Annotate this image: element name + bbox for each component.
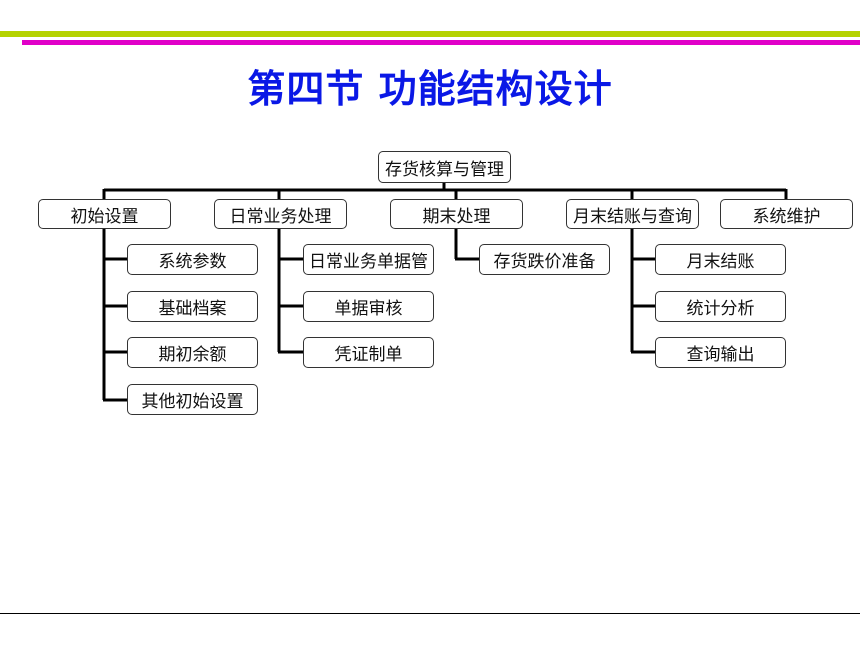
leaf-daily-document-management: 日常业务单据管 [303,244,434,275]
category-period-end: 期末处理 [390,199,523,229]
leaf-other-initial-setup: 其他初始设置 [127,384,258,415]
leaf-system-parameters: 系统参数 [127,244,258,275]
page-title: 第四节 功能结构设计 [247,67,613,111]
leaf-statistical-analysis: 统计分析 [655,291,786,322]
category-initial-setup: 初始设置 [38,199,171,229]
leaf-month-end-closing: 月末结账 [655,244,786,275]
leaf-query-output: 查询输出 [655,337,786,368]
category-daily-business: 日常业务处理 [214,199,347,229]
category-system-maintenance: 系统维护 [720,199,853,229]
leaf-voucher-making: 凭证制单 [303,337,434,368]
header-accent-bar-magenta [22,40,860,45]
root-node: 存货核算与管理 [378,151,511,183]
leaf-document-review: 单据审核 [303,291,434,322]
leaf-opening-balance: 期初余额 [127,337,258,368]
footer-divider [0,613,860,614]
leaf-basic-archives: 基础档案 [127,291,258,322]
leaf-inventory-impairment: 存货跌价准备 [479,244,610,275]
header-accent-bar-green [0,31,860,37]
category-month-end-query: 月末结账与查询 [566,199,699,229]
